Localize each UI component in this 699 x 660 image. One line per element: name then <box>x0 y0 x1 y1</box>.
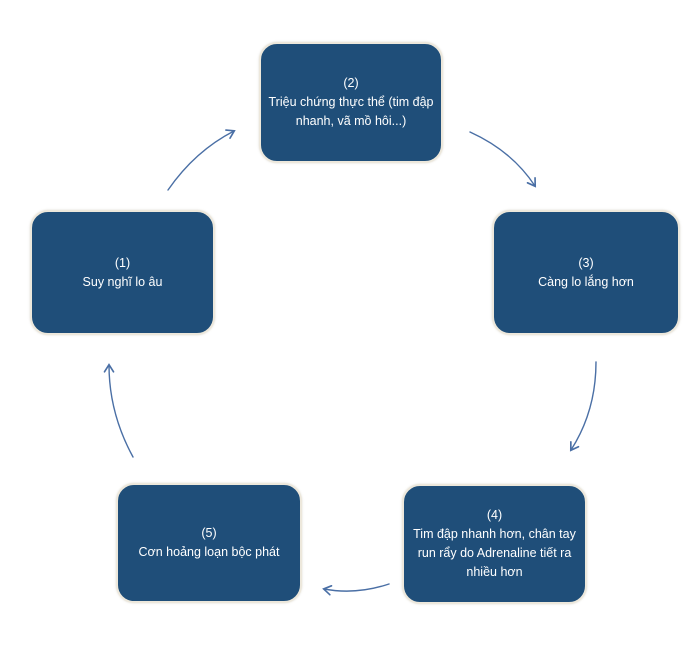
node-5-label: Cơn hoảng loạn bộc phát <box>138 545 280 559</box>
arrow-5-to-1-icon <box>103 363 134 458</box>
node-1-number: (1) <box>114 255 131 270</box>
node-4-label: Tim đập nhanh hơn, chân tay run rẩy do A… <box>413 527 576 579</box>
node-1-label: Suy nghĩ lo âu <box>82 274 163 289</box>
cycle-node-4: (4) Tim đập nhanh hơn, chân tay run rẩy … <box>402 484 587 604</box>
arrow-3-to-4-icon <box>569 361 597 452</box>
cycle-node-1: (1) Suy nghĩ lo âu <box>30 210 215 335</box>
cycle-node-2: (2) Triệu chứng thực thể (tim đập nhanh,… <box>259 42 443 163</box>
node-4-number: (4) <box>486 508 503 522</box>
arrow-1-to-2-icon <box>167 129 236 191</box>
node-5-number: (5) <box>201 526 217 540</box>
node-3-number: (3) <box>578 255 594 270</box>
cycle-node-3: (3) Càng lo lắng hơn <box>492 210 680 335</box>
node-2-label: Triệu chứng thực thể (tim đập nhanh, vã … <box>268 95 434 128</box>
arrow-4-to-5-icon <box>322 583 390 596</box>
node-3-label: Càng lo lắng hơn <box>538 274 634 289</box>
arrow-2-to-3-icon <box>469 131 537 188</box>
cycle-node-5: (5) Cơn hoảng loạn bộc phát <box>116 483 302 603</box>
node-2-number: (2) <box>343 76 359 90</box>
